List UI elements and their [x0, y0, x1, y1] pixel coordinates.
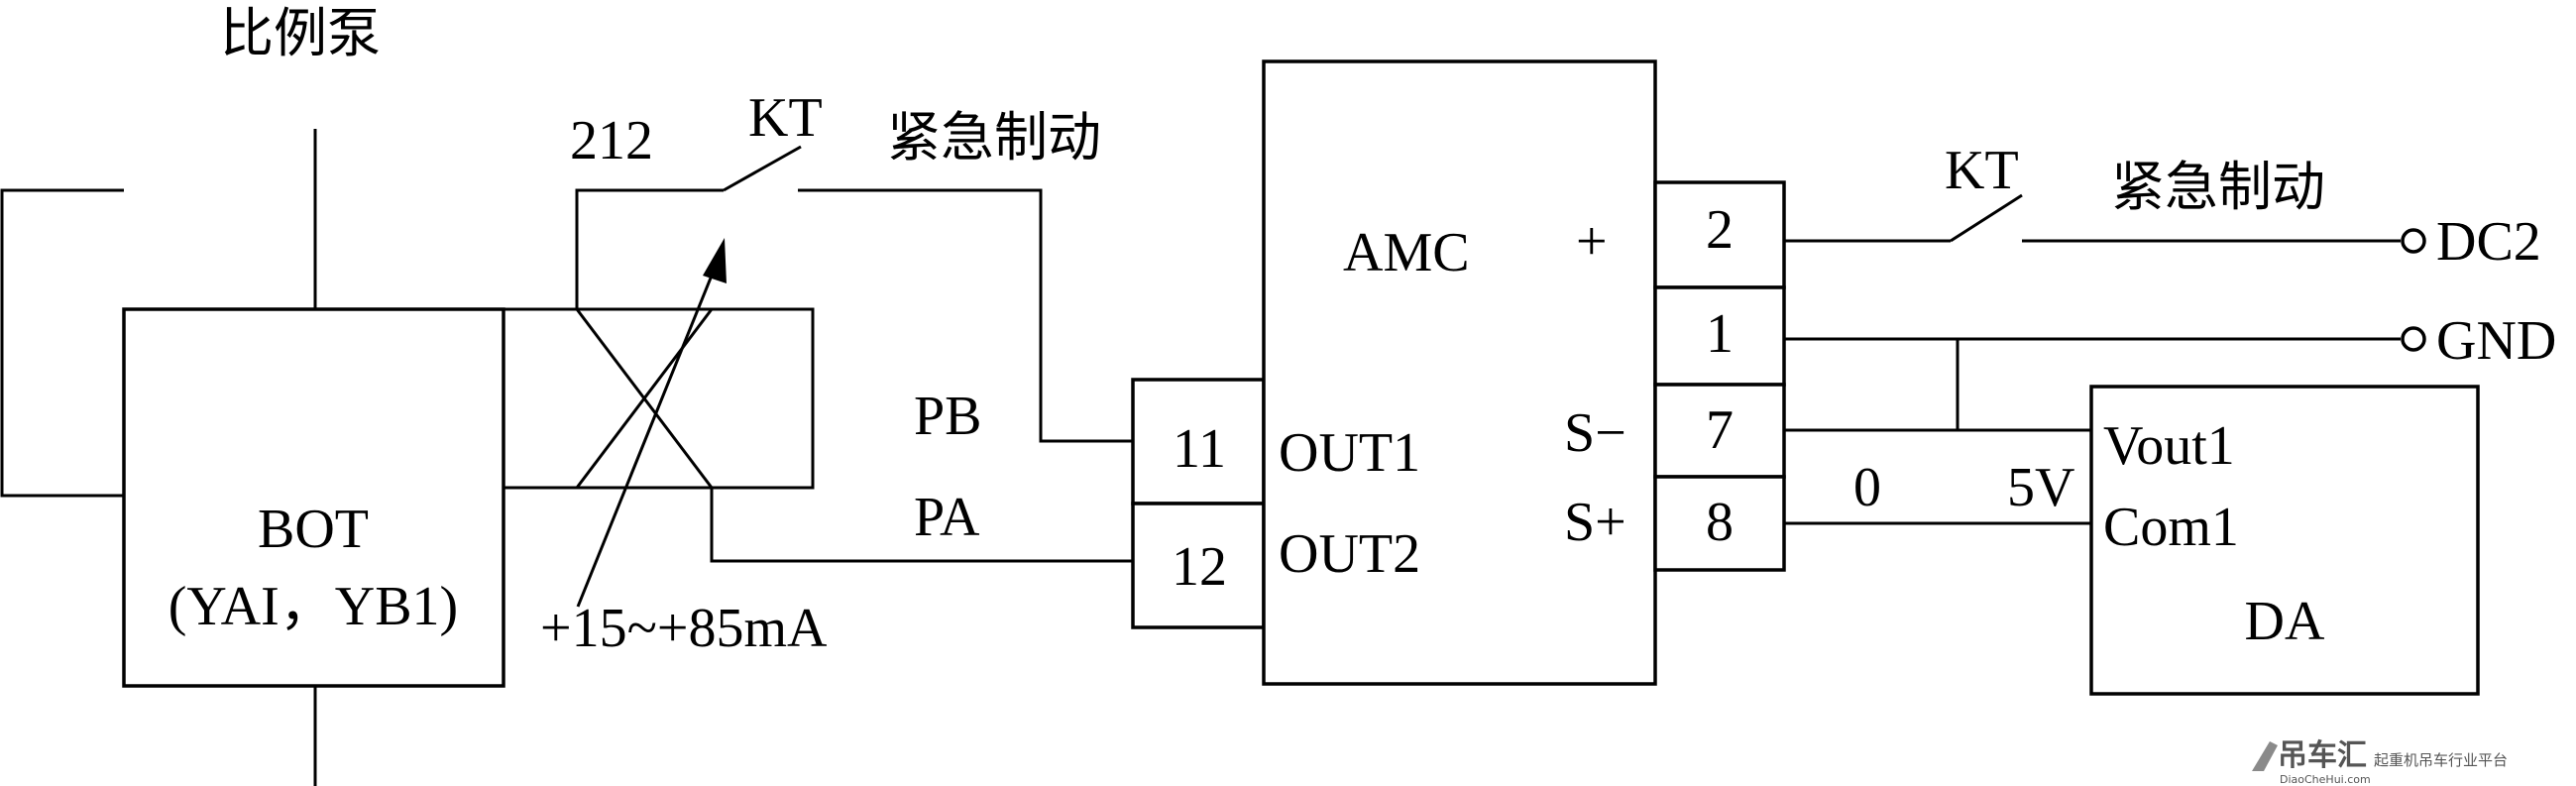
pb-label: PB — [914, 386, 982, 447]
current-range-label: +15~+85mA — [540, 598, 828, 659]
da-box — [2089, 385, 2480, 696]
amc-box — [1262, 59, 1657, 686]
bot-output-loop — [504, 307, 815, 490]
s-minus-label: S− — [1564, 402, 1626, 464]
pump-title: 比例泵 — [220, 2, 381, 64]
amc-label: AMC — [1343, 222, 1470, 283]
five-v-label: 5V — [2007, 457, 2074, 518]
bot-sub-label: (YAI，YB1) — [168, 576, 458, 637]
terminal-2-label: 2 — [1706, 199, 1734, 261]
terminal-8-label: 8 — [1706, 492, 1734, 553]
da-label: DA — [2245, 591, 2325, 652]
variable-arrow-head — [703, 238, 727, 283]
emergency-left-label: 紧急制动 — [887, 106, 1101, 168]
wire-pa — [710, 488, 1133, 563]
kt-switch-right — [1950, 193, 2023, 243]
dc2-label: DC2 — [2436, 211, 2541, 273]
com1-label: Com1 — [2103, 497, 2239, 558]
gnd-terminal — [2401, 326, 2426, 352]
terminal-2-box — [1653, 180, 1786, 289]
terminal-7-box — [1653, 383, 1786, 479]
bot-left-loop — [0, 188, 124, 498]
s-plus-label: S+ — [1564, 492, 1626, 553]
terminal-11-box — [1131, 378, 1266, 505]
kt-switch-left — [723, 145, 802, 192]
kt-left-label: KT — [748, 87, 823, 149]
emergency-right-label: 紧急制动 — [2111, 156, 2325, 218]
wire-pb — [798, 188, 1133, 443]
zero-label: 0 — [1853, 457, 1881, 518]
plus-label: + — [1576, 211, 1608, 273]
wires — [0, 129, 2426, 786]
variable-arrow-line — [576, 265, 718, 608]
vout1-label: Vout1 — [2103, 415, 2235, 477]
watermark-slogan: 起重机吊车行业平台 — [2374, 751, 2508, 769]
terminal-12-box — [1131, 502, 1266, 629]
watermark-domain: DiaoCheHui.com — [2280, 773, 2371, 786]
wire-212 — [575, 188, 724, 309]
out1-label: OUT1 — [1279, 422, 1420, 484]
bot-box — [122, 307, 505, 688]
terminal-7-label: 7 — [1706, 399, 1734, 461]
pa-label: PA — [914, 487, 980, 548]
gnd-label: GND — [2436, 310, 2556, 372]
wire-212-label: 212 — [570, 110, 653, 171]
terminal-1-label: 1 — [1706, 303, 1734, 365]
terminal-8-box — [1653, 475, 1786, 572]
watermark: 吊车汇 DiaoCheHui.com 起重机吊车行业平台 — [2252, 738, 2508, 786]
bot-label: BOT — [258, 499, 369, 560]
out2-label: OUT2 — [1279, 523, 1420, 585]
watermark-brand: 吊车汇 — [2278, 738, 2367, 773]
crane-logo-icon — [2252, 741, 2278, 771]
cross-line-b — [575, 308, 714, 489]
kt-right-label: KT — [1945, 140, 2019, 201]
dc2-terminal — [2401, 228, 2426, 254]
terminal-11-label: 11 — [1173, 418, 1226, 480]
terminal-12-label: 12 — [1172, 536, 1227, 598]
